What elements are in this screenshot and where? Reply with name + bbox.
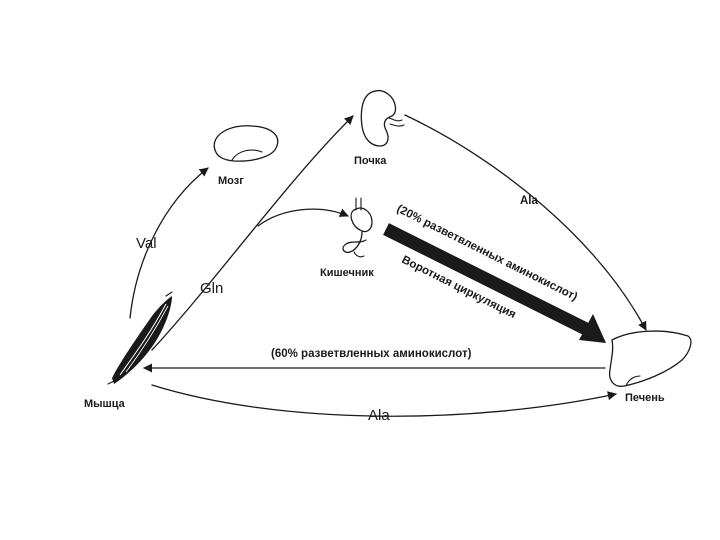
ala-kidney-liver-arrow	[404, 114, 647, 331]
intestine-label: Кишечник	[320, 267, 374, 279]
branched-60-label: (60% разветвленных аминокислот)	[271, 348, 472, 360]
muscle-icon	[107, 291, 173, 385]
val-label: Val	[136, 235, 157, 252]
kidney-label: Почка	[354, 155, 387, 167]
intestine-icon	[342, 197, 373, 258]
brain-icon	[213, 125, 279, 162]
brain-label: Мозг	[218, 175, 244, 187]
muscle-label: Мышца	[84, 398, 126, 410]
liver-icon	[608, 330, 692, 387]
kidney-icon	[360, 90, 405, 147]
ala-muscle-liver-label: Ala	[368, 407, 390, 424]
liver-label: Печень	[625, 392, 665, 404]
ala-muscle-liver-arrow	[151, 384, 617, 417]
gln-label: Gln	[200, 280, 223, 297]
val-arrow	[129, 167, 209, 319]
ala-kidney-liver-label: Ala	[520, 195, 539, 207]
gln-intestine-arrow	[257, 208, 349, 227]
gln-kidney-arrow	[151, 115, 354, 351]
portal-circulation-arrow	[383, 223, 606, 343]
